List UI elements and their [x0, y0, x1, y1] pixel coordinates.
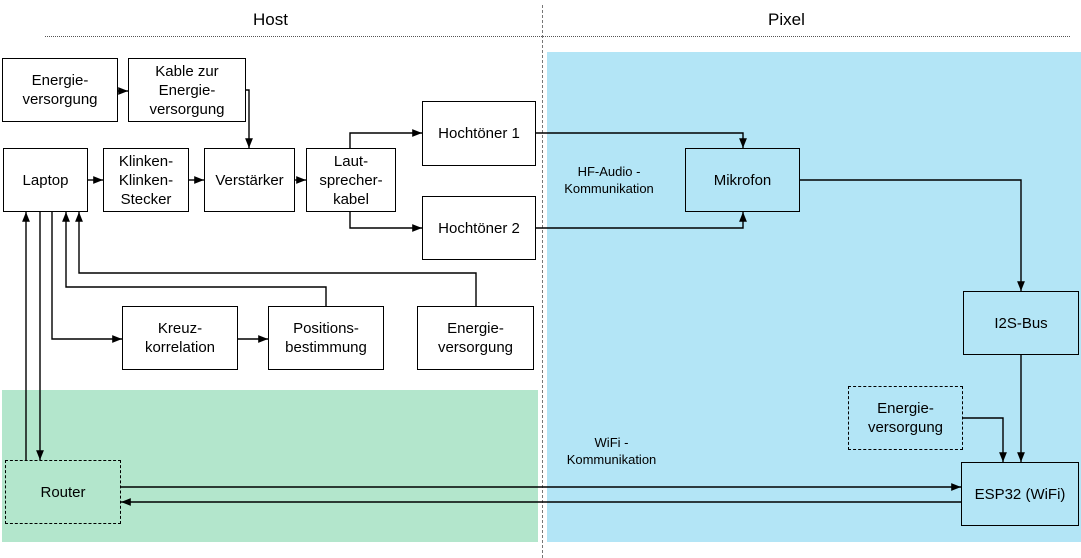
router-box: Router	[5, 460, 121, 524]
arrow-speakercable-to-tweeter1	[349, 129, 422, 148]
tweeter-1-box: Hochtöner 1	[422, 101, 536, 166]
arrow-laptop-to-crosscorrelation	[51, 212, 122, 343]
arrow-tweeter1-to-microphone	[536, 132, 747, 148]
position-determination-box: Positions- bestimmung	[268, 306, 384, 370]
speaker-cable-box: Laut- sprecher- kabel	[306, 148, 396, 212]
wifi-note: WiFi - Kommunikation	[566, 435, 657, 467]
arrow-position-to-laptop	[62, 212, 327, 306]
tweeter-2-box: Hochtöner 2	[422, 196, 536, 260]
host-heading: Host	[253, 10, 288, 29]
amplifier-box: Verstärker	[204, 148, 295, 212]
arrow-power-to-esp32	[963, 417, 1007, 462]
arrow-tweeter2-to-microphone	[536, 212, 747, 229]
cross-correlation-box: Kreuz- korrelation	[122, 306, 238, 370]
hf-audio-note: HF-Audio - Kommunikation	[564, 164, 654, 196]
pixel-heading: Pixel	[768, 10, 805, 29]
header-rule	[45, 36, 1070, 37]
power-supply-pixel-box: Energie- versorgung	[848, 386, 963, 450]
power-cable-box: Kable zur Energie- versorgung	[128, 58, 246, 122]
zone-divider	[542, 5, 543, 558]
laptop-box: Laptop	[3, 148, 88, 212]
microphone-box: Mikrofon	[685, 148, 800, 212]
arrow-cable-to-amplifier	[245, 89, 253, 148]
esp32-box: ESP32 (WiFi)	[961, 462, 1079, 526]
power-supply-laptop-box: Energie- versorgung	[417, 306, 534, 370]
arrow-power-to-laptop	[75, 212, 477, 306]
power-supply-top-box: Energie- versorgung	[2, 58, 118, 122]
jack-plug-box: Klinken- Klinken- Stecker	[103, 148, 189, 212]
arrow-microphone-to-i2s	[800, 179, 1025, 291]
arrow-speakercable-to-tweeter2	[349, 212, 422, 232]
i2s-bus-box: I2S-Bus	[963, 291, 1079, 355]
